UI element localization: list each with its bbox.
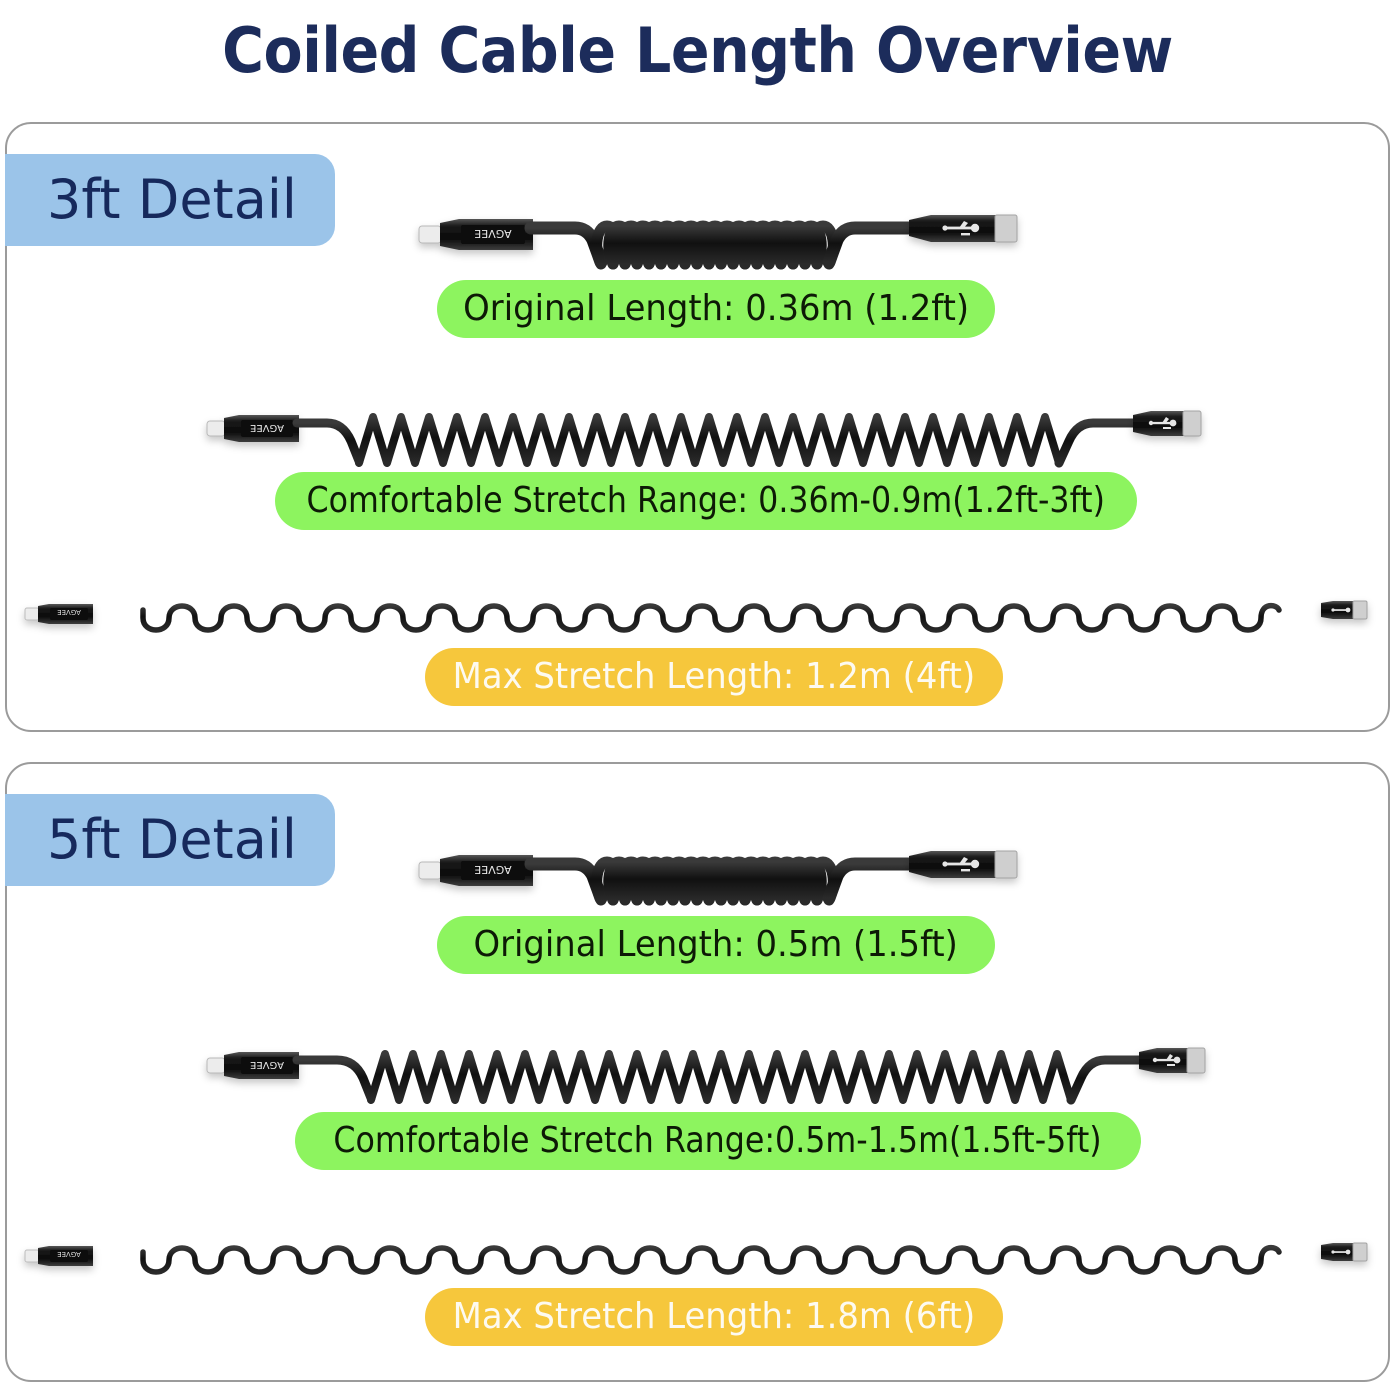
section-panel-3ft: 3ft Detail: [5, 122, 1390, 732]
svg-text:AGVEE: AGVEE: [250, 422, 284, 433]
cable-illustration-3ft-comfortable: AGVEE: [203, 399, 1211, 489]
svg-text:AGVEE: AGVEE: [474, 227, 511, 240]
section-badge-5ft: 5ft Detail: [5, 794, 335, 886]
cable-illustration-3ft-max: AGVEE: [23, 584, 1373, 674]
stretched-coil-body: [355, 413, 1063, 467]
stretched-coil-body: [367, 1050, 1075, 1104]
section-badge-3ft: 3ft Detail: [5, 154, 335, 246]
cable-illustration-3ft-original: AGVEE: [415, 200, 1035, 290]
pill-label: Max Stretch Length: 1.8m (6ft): [452, 1296, 976, 1337]
usb-trident-icon: [942, 857, 980, 872]
section-panel-5ft: 5ft Detail AGVEE: [5, 762, 1390, 1382]
cable-illustration-5ft-max: AGVEE: [23, 1226, 1373, 1316]
coiled-cable-body: [591, 856, 839, 906]
lightning-connector-left: AGVEE: [24, 604, 93, 624]
lightning-connector-left: AGVEE: [418, 219, 533, 250]
cable-illustration-5ft-original: AGVEE: [415, 836, 1035, 926]
cable-lead-right: [1066, 1055, 1148, 1105]
length-pill-3ft-original: Original Length: 0.36m (1.2ft): [437, 280, 995, 338]
usb-trident-icon: [1148, 417, 1177, 429]
usb-a-connector-right: [909, 850, 1018, 879]
usb-trident-icon: [1331, 607, 1351, 613]
svg-text:AGVEE: AGVEE: [57, 1250, 81, 1258]
pill-label: Max Stretch Length: 1.2m (4ft): [452, 656, 976, 697]
cable-lead-left: [292, 418, 364, 466]
max-stretched-coil-body: [140, 1244, 1282, 1275]
usb-trident-icon: [942, 221, 980, 236]
svg-text:AGVEE: AGVEE: [474, 863, 511, 876]
max-stretched-coil-body: [140, 602, 1282, 633]
usb-trident-icon: [1152, 1054, 1181, 1066]
lightning-connector-left: AGVEE: [206, 415, 299, 442]
pill-label: Original Length: 0.5m (1.5ft): [473, 924, 959, 965]
svg-text:AGVEE: AGVEE: [250, 1059, 284, 1070]
usb-a-connector-right: [1321, 600, 1368, 620]
usb-a-connector-right: [1139, 1047, 1206, 1074]
length-pill-5ft-max: Max Stretch Length: 1.8m (6ft): [425, 1288, 1003, 1346]
usb-trident-icon: [1331, 1249, 1351, 1255]
usb-a-connector-right: [909, 214, 1018, 243]
cable-lead-right: [822, 857, 918, 905]
svg-text:AGVEE: AGVEE: [57, 608, 81, 616]
coiled-cable-body: [591, 220, 839, 270]
lightning-connector-left: AGVEE: [418, 855, 533, 886]
length-pill-5ft-comfortable: Comfortable Stretch Range:0.5m-1.5m(1.5f…: [295, 1112, 1141, 1170]
length-pill-3ft-comfortable: Comfortable Stretch Range: 0.36m-0.9m(1.…: [275, 472, 1137, 530]
cable-lead-left: [524, 857, 608, 905]
cable-lead-right: [1054, 418, 1140, 468]
cable-lead-left: [292, 1055, 376, 1103]
cable-lead-right: [822, 221, 918, 269]
pill-label: Original Length: 0.36m (1.2ft): [463, 288, 969, 329]
usb-a-connector-right: [1133, 410, 1202, 437]
length-pill-3ft-max: Max Stretch Length: 1.2m (4ft): [425, 648, 1003, 706]
section-badge-label: 3ft Detail: [47, 168, 297, 231]
pill-label: Comfortable Stretch Range: 0.36m-0.9m(1.…: [306, 480, 1106, 521]
usb-a-connector-right: [1321, 1242, 1368, 1262]
section-badge-label: 5ft Detail: [47, 808, 297, 871]
pill-label: Comfortable Stretch Range:0.5m-1.5m(1.5f…: [333, 1120, 1103, 1161]
page-title: Coiled Cable Length Overview: [222, 14, 1173, 87]
cable-lead-left: [524, 221, 608, 269]
cable-illustration-5ft-comfortable: AGVEE: [203, 1036, 1211, 1126]
lightning-connector-left: AGVEE: [206, 1052, 299, 1079]
lightning-connector-left: AGVEE: [24, 1246, 93, 1266]
length-pill-5ft-original: Original Length: 0.5m (1.5ft): [437, 916, 995, 974]
